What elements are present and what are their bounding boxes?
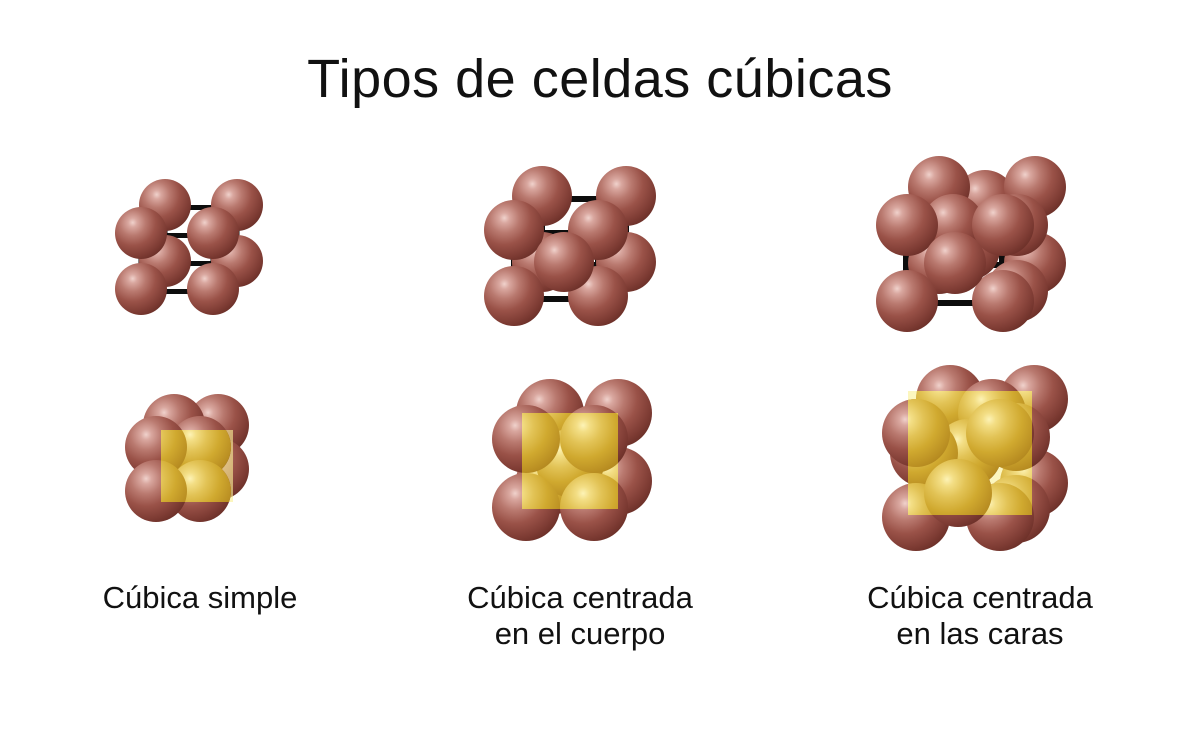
atom [492,404,560,473]
cell-column-body-centered: Cúbica centrada en el cuerpo [400,140,760,700]
cell-label-line2: en las caras [896,616,1064,651]
bond [514,295,598,302]
atom-face-center [924,231,986,294]
packed-model-simple-cubic [20,355,380,570]
atom [966,398,1034,467]
atom-face-center [924,458,992,527]
bond [542,195,626,202]
atom [115,206,167,259]
atom [125,459,187,522]
atom-body-center [534,231,594,292]
cell-column-simple: Cúbica simple [20,140,380,700]
cell-label-line1: Cúbica simple [102,580,298,615]
bond [165,204,237,210]
bond [141,232,213,238]
cell-label-line1: Cúbica centrada [467,580,693,615]
atom [115,262,167,315]
wireframe-simple-cubic [20,140,380,355]
atom [484,199,544,260]
atom [560,404,628,473]
atom [972,193,1034,256]
atom [187,262,239,315]
atom [882,398,950,467]
packed-model-body-centered-cubic [400,355,760,570]
atom [492,472,560,541]
cell-label-simple: Cúbica simple [20,580,380,616]
packed-model-face-centered-cubic [800,355,1160,570]
cell-label-body-centered: Cúbica centrada en el cuerpo [400,580,760,652]
atom [876,269,938,332]
wireframe-body-centered-cubic [400,140,760,355]
cell-column-face-centered: Cúbica centrada en las caras [800,140,1160,700]
bond [906,299,1002,306]
page-title: Tipos de celdas cúbicas [307,49,893,109]
cell-label-line1: Cúbica centrada [867,580,1093,615]
wireframe-face-centered-cubic [800,140,1160,355]
atom [560,472,628,541]
atom [187,206,239,259]
cell-label-face-centered: Cúbica centrada en las caras [800,580,1160,652]
cell-label-line2: en el cuerpo [494,616,666,651]
atom [876,193,938,256]
bond [165,260,237,266]
atom [972,269,1034,332]
atom [484,265,544,326]
bond [141,288,213,294]
